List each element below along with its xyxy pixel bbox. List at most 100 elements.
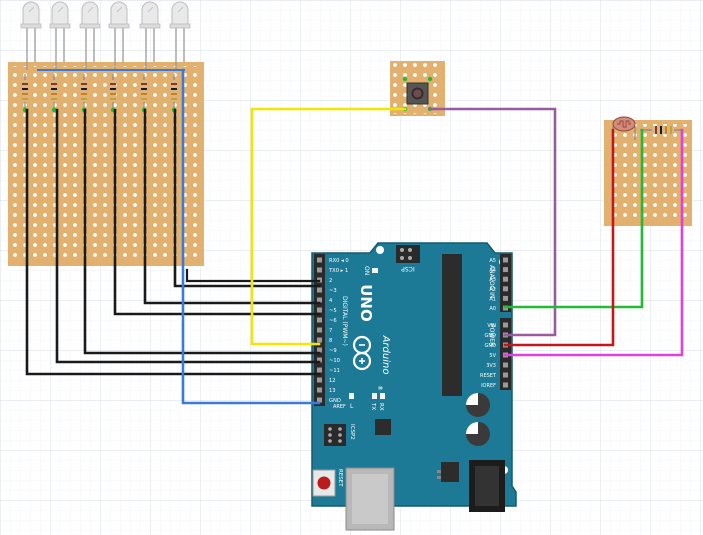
icsp-bottom-label: ICSP2 — [349, 424, 355, 440]
rx-label: RX — [378, 403, 384, 411]
power-analog-header — [500, 254, 511, 390]
digital-pin[interactable] — [317, 347, 322, 353]
digital-pin[interactable] — [317, 377, 322, 383]
digital-pin-label: 12 — [329, 378, 336, 384]
digital-pin[interactable] — [317, 367, 322, 373]
analog-pin-label: A2 — [489, 287, 496, 293]
led-resistor-2 — [51, 74, 57, 113]
analog-pin-label: A1 — [489, 296, 496, 302]
led-resistor-6 — [171, 74, 177, 113]
analog-pin-label: A3 — [489, 277, 496, 283]
digital-pin-label: RX0 ◂ 0 — [329, 258, 349, 264]
analog-pin[interactable] — [503, 276, 508, 282]
voltage-regulator — [437, 462, 459, 482]
power-pin[interactable] — [503, 322, 508, 328]
analog-pin-label: A5 — [489, 258, 496, 264]
digital-pin-label: 8 — [329, 338, 332, 344]
digital-pin[interactable] — [317, 317, 322, 323]
svg-text:Arduino: Arduino — [380, 335, 391, 375]
wire-blue-gnd[interactable] — [181, 68, 321, 405]
analog-pin[interactable] — [503, 267, 508, 273]
wire-black-7[interactable] — [185, 268, 321, 283]
wire-black-4[interactable] — [83, 108, 321, 355]
power-pin-label: GND — [485, 333, 497, 339]
digital-pin[interactable] — [317, 397, 322, 403]
digital-pin[interactable] — [317, 387, 322, 393]
wire-black-2[interactable] — [143, 108, 321, 305]
digital-pin-label: TX0 ▸ 1 — [328, 268, 348, 274]
rx-led — [380, 393, 385, 399]
digital-pin-label: ~9 — [329, 348, 337, 354]
digital-pin[interactable] — [317, 297, 322, 303]
digital-pin-label: ~5 — [329, 308, 337, 314]
digital-pin-label: GND — [329, 398, 341, 404]
wire-magenta[interactable] — [503, 128, 684, 357]
wire-green-ldr[interactable] — [503, 128, 644, 309]
wire-red-5v[interactable] — [503, 128, 615, 347]
svg-text:UNO: UNO — [357, 284, 375, 322]
wire-black-6[interactable] — [25, 108, 321, 376]
led-resistor-3 — [81, 74, 87, 113]
usb-port — [345, 467, 395, 531]
digital-pin[interactable] — [317, 257, 322, 263]
reset-label: RESET — [337, 469, 343, 487]
tactile-button-icon — [406, 82, 429, 105]
analog-pin[interactable] — [503, 286, 508, 292]
icsp-top-label: ICSP — [401, 265, 415, 272]
wire-yellow-button[interactable] — [250, 107, 407, 346]
digital-pin-label: 4 — [329, 298, 333, 304]
reset-button[interactable] — [312, 469, 336, 497]
led-2 — [49, 1, 71, 70]
power-pin-label: 3V3 — [486, 363, 496, 369]
analog-pin[interactable] — [503, 257, 508, 263]
digital-pin-label: ~10 — [329, 358, 340, 364]
led-4 — [108, 1, 130, 70]
digital-pin-label: ~11 — [329, 368, 340, 374]
led-array — [20, 1, 191, 113]
power-pin[interactable] — [503, 362, 508, 368]
digital-pin-label: 2 — [329, 278, 332, 284]
on-led — [372, 268, 378, 273]
tx-label: TX — [370, 402, 376, 410]
icsp-bottom-header — [324, 424, 346, 446]
digital-header — [314, 254, 325, 406]
analog-pin-label: A4 — [489, 268, 496, 274]
analog-pin[interactable] — [503, 295, 508, 301]
usb-chip — [375, 419, 391, 435]
on-label: ON — [363, 266, 370, 275]
wire-black-1[interactable] — [173, 108, 321, 288]
digital-label: DIGITAL (PWM~) — [341, 296, 348, 346]
power-label: POWER — [488, 324, 495, 346]
wire-black-5[interactable] — [55, 108, 321, 364]
l-led — [349, 393, 354, 399]
power-pin-label: 5V — [489, 353, 496, 359]
led-6 — [169, 1, 191, 70]
aref-label: AREF — [333, 404, 346, 410]
arduino-logo: UNO Arduino ® — [352, 284, 391, 391]
power-pin-label: IOREF — [481, 383, 496, 389]
ldr-perfboard — [604, 120, 692, 226]
digital-pin[interactable] — [317, 307, 322, 313]
power-pin[interactable] — [503, 372, 508, 378]
analog-label: ANALOG IN — [488, 265, 495, 298]
capacitors — [466, 393, 490, 446]
power-pin-label: RESET — [480, 373, 497, 379]
ldr-resistor — [640, 126, 682, 134]
tx-led — [372, 393, 377, 399]
digital-pin-label: 7 — [329, 328, 332, 334]
led-1 — [20, 1, 42, 70]
svg-text:®: ® — [376, 385, 383, 391]
l-label: L — [350, 403, 354, 410]
atmega-chip — [442, 254, 462, 396]
wires — [25, 68, 684, 405]
digital-pin[interactable] — [317, 337, 322, 343]
digital-pin[interactable] — [317, 287, 322, 293]
power-pin[interactable] — [503, 382, 508, 388]
digital-pin[interactable] — [317, 327, 322, 333]
digital-pin[interactable] — [317, 357, 322, 363]
digital-pin-label: 13 — [329, 388, 336, 394]
digital-pin[interactable] — [317, 267, 322, 273]
wire-purple-button[interactable] — [428, 107, 557, 337]
